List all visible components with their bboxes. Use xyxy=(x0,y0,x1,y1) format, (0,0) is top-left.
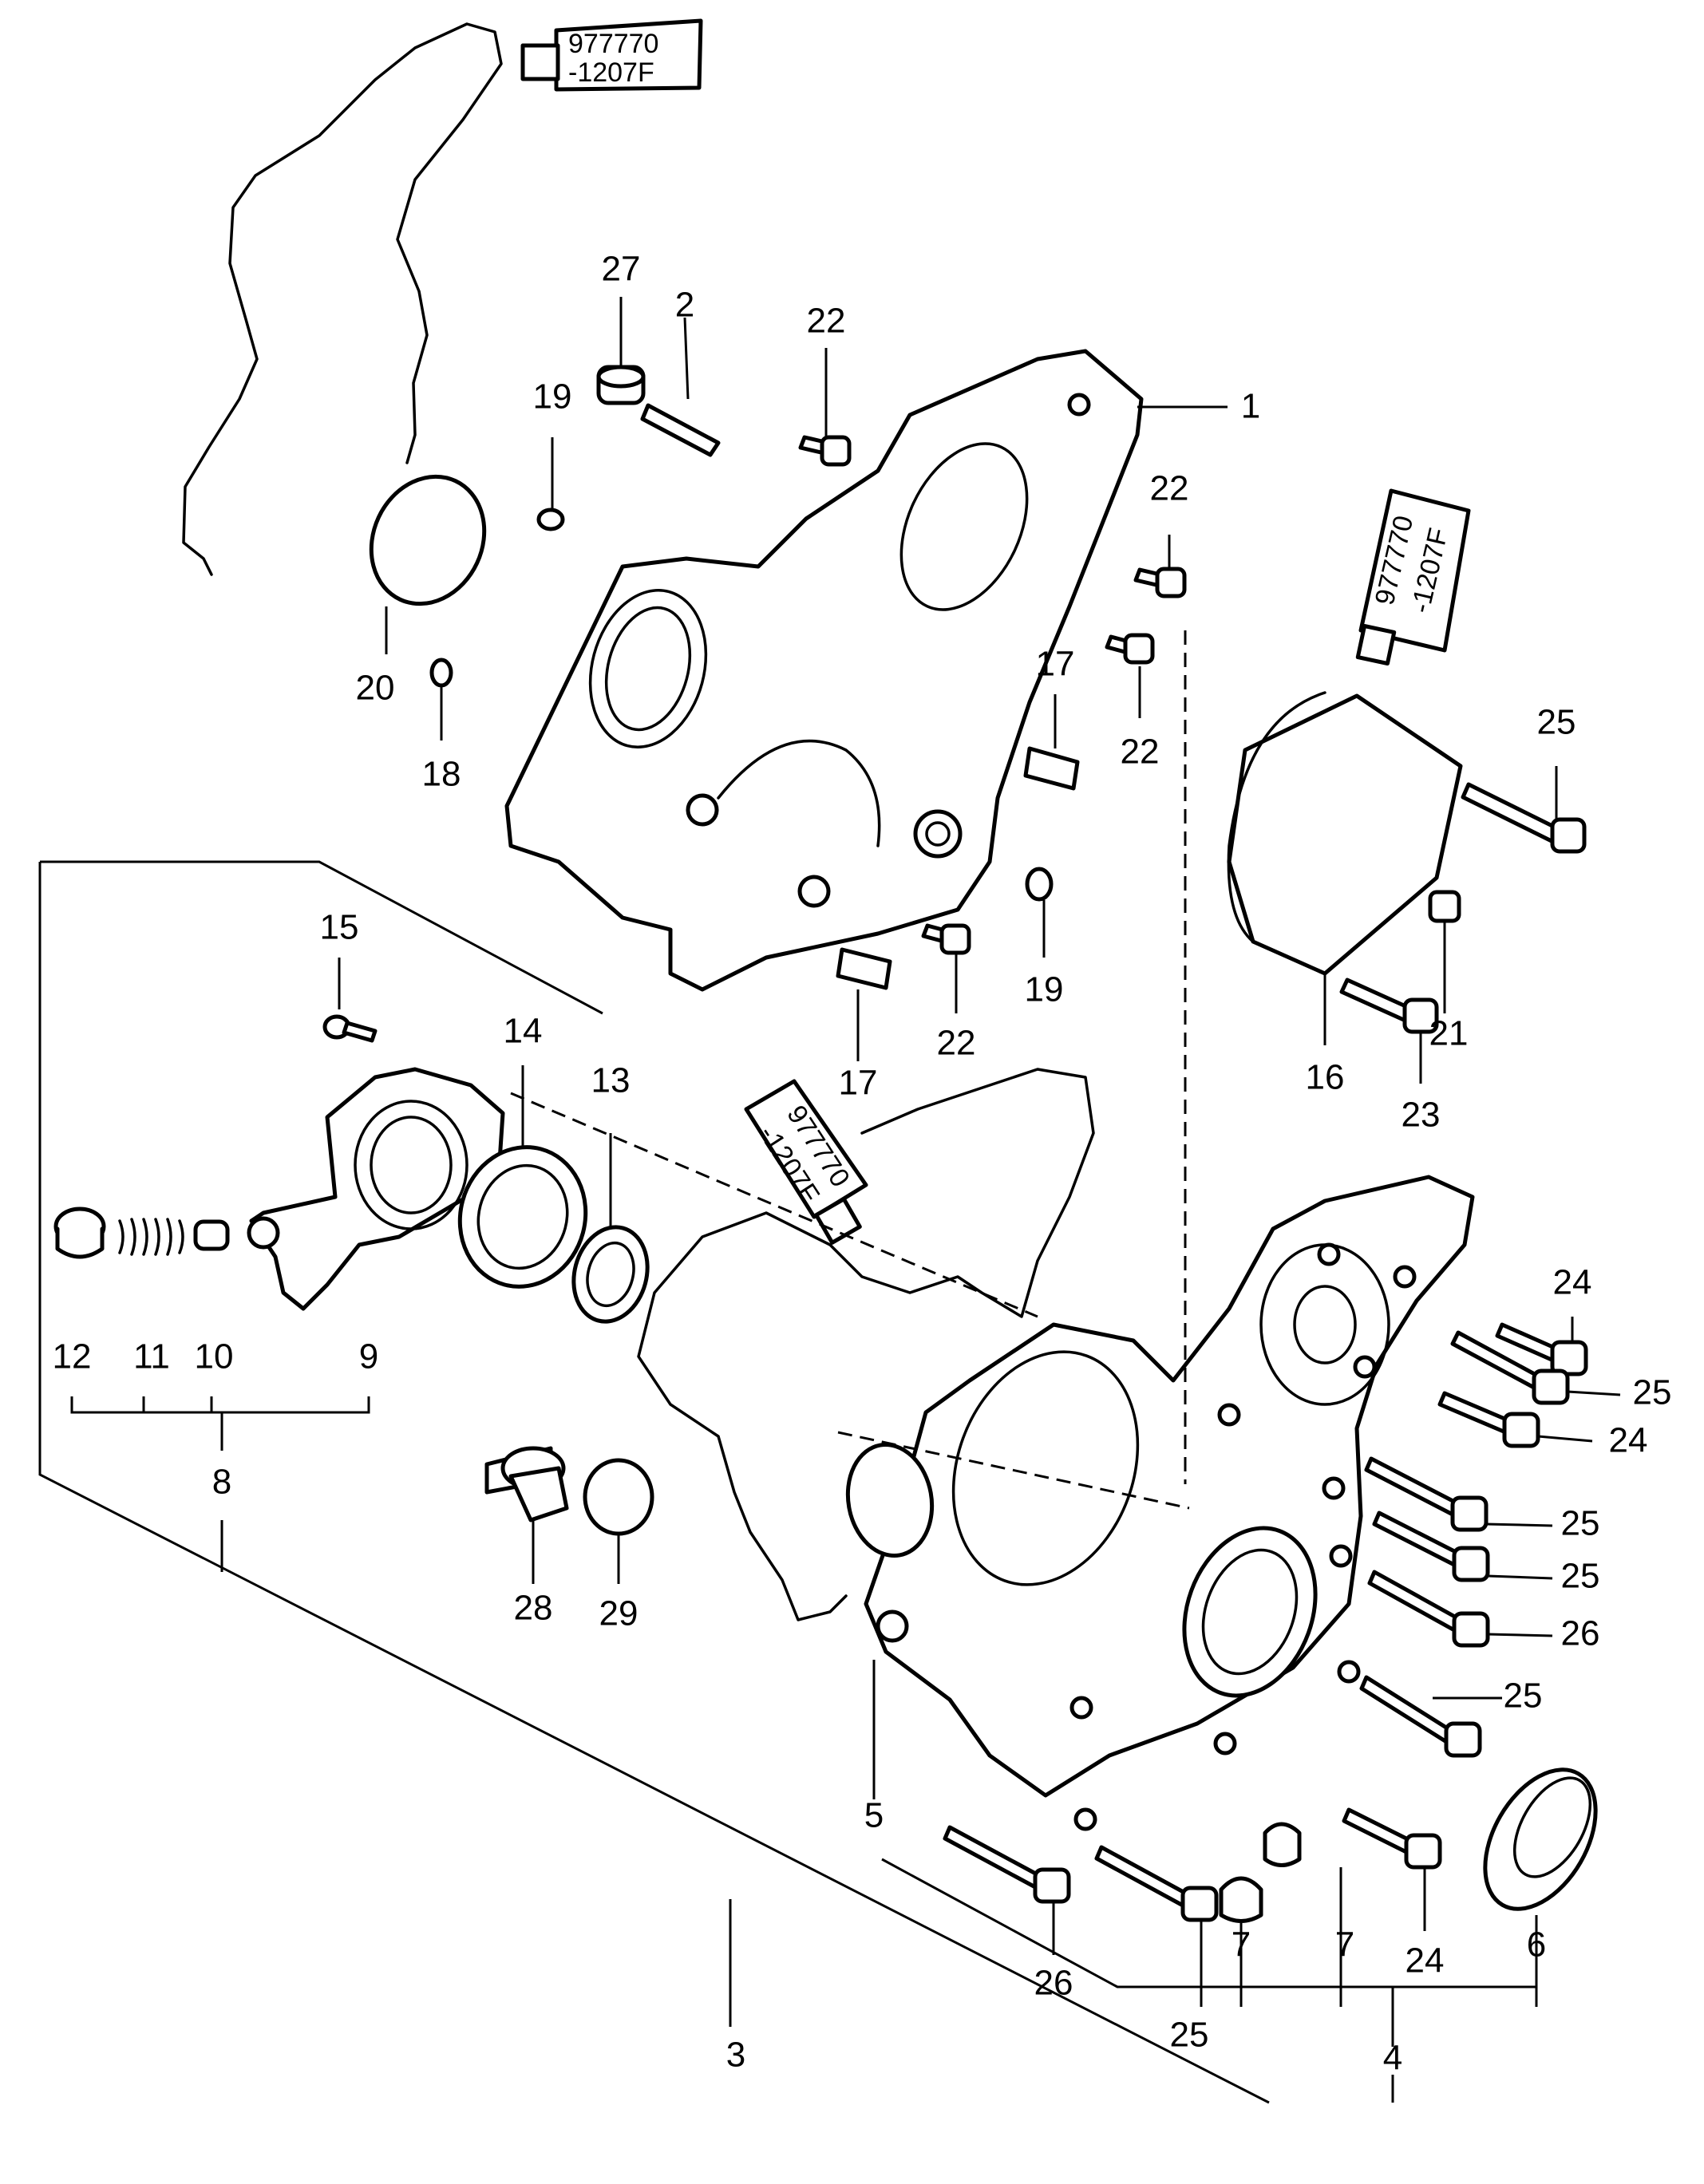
bolt-26-right xyxy=(1367,1570,1490,1648)
callout-19-lower: 19 xyxy=(1025,970,1064,1009)
oil-filler-cap-28 xyxy=(484,1446,569,1522)
o-ring-29 xyxy=(583,1458,654,1536)
sealant-tube-1: 977770 -1207F xyxy=(520,18,703,92)
callout-25-bottom: 25 xyxy=(1170,2016,1209,2055)
callout-14: 14 xyxy=(504,1012,543,1051)
nut-27 xyxy=(596,365,646,405)
bolt-22-right-upper xyxy=(1133,567,1187,598)
bolt-22-bottom xyxy=(921,923,971,955)
o-ring-20 xyxy=(369,474,487,606)
callout-25-mid1: 25 xyxy=(1561,1504,1600,1543)
callout-29: 29 xyxy=(599,1594,639,1633)
oil-seal-6 xyxy=(1483,1767,1598,1911)
cap-7-right xyxy=(1263,1822,1302,1867)
callout-5: 5 xyxy=(864,1796,884,1835)
cover-16-gasket-edge xyxy=(1227,691,1326,943)
valve-10 xyxy=(193,1219,230,1251)
callout-1: 1 xyxy=(1241,387,1260,426)
bolt-24-lower xyxy=(1342,1807,1442,1870)
o-ring-19-lower xyxy=(1025,867,1054,902)
cap-7-left xyxy=(1219,1876,1263,1923)
callout-17-lower: 17 xyxy=(839,1064,878,1103)
bolt-24-mid xyxy=(1437,1391,1540,1448)
callout-6: 6 xyxy=(1527,1925,1546,1965)
dowel-17-lower xyxy=(836,947,892,990)
callout-labels: 1 2 3 4 5 6 7 7 8 9 10 11 12 13 14 15 16… xyxy=(53,250,1672,2078)
callout-26-right: 26 xyxy=(1561,1614,1600,1653)
callout-7-left: 7 xyxy=(1232,1925,1251,1965)
bolt-25-bottom xyxy=(1094,1845,1219,1922)
callout-24-lower: 24 xyxy=(1406,1941,1445,1981)
callout-2: 2 xyxy=(675,286,694,325)
lower-gasket-bead xyxy=(637,1068,1095,1621)
callout-16: 16 xyxy=(1306,1058,1345,1097)
callout-20: 20 xyxy=(356,669,395,708)
callout-9: 9 xyxy=(359,1337,378,1376)
callout-25-mid2: 25 xyxy=(1561,1557,1600,1596)
callout-25-lower: 25 xyxy=(1504,1677,1543,1716)
outer-rotor-14 xyxy=(457,1145,588,1289)
callout-28: 28 xyxy=(514,1589,553,1628)
callout-7-right: 7 xyxy=(1335,1925,1354,1965)
stud-2 xyxy=(640,403,721,457)
gear-case-cover-1 xyxy=(504,349,1144,992)
callout-22-right-upper: 22 xyxy=(1150,469,1189,508)
bolt-21 xyxy=(1428,890,1461,923)
callout-4: 4 xyxy=(1383,2039,1402,2078)
o-ring-18 xyxy=(429,658,453,688)
callout-23: 23 xyxy=(1402,1096,1441,1135)
inner-rotor-13 xyxy=(571,1225,650,1324)
callout-25-upper: 25 xyxy=(1633,1373,1672,1412)
sealant-tube-2: 977770 -1207F xyxy=(1355,488,1471,666)
callout-25-cover: 25 xyxy=(1537,703,1576,742)
screw-15 xyxy=(322,1014,378,1043)
bolt-25-upper xyxy=(1450,1330,1570,1405)
callout-11: 11 xyxy=(133,1337,170,1376)
callout-22-top: 22 xyxy=(807,302,846,341)
o-ring-19-upper xyxy=(536,507,565,531)
oil-filler-neck xyxy=(845,1442,935,1558)
callout-21: 21 xyxy=(1429,1014,1469,1053)
callout-18: 18 xyxy=(422,755,461,794)
bolt-23 xyxy=(1339,977,1439,1034)
callout-10: 10 xyxy=(195,1337,234,1376)
sealant-suffix-1: -1207F xyxy=(568,57,654,88)
bolt-25-lower xyxy=(1359,1675,1482,1758)
bolt-25-mid2 xyxy=(1372,1511,1490,1582)
bolt-26-lower xyxy=(943,1825,1071,1904)
bolt-22-right-lower xyxy=(1105,633,1155,665)
leader-lines xyxy=(38,297,1621,2104)
callout-22-right-lower: 22 xyxy=(1121,733,1160,772)
spring-11 xyxy=(118,1218,184,1256)
callout-27: 27 xyxy=(602,250,641,289)
callout-22-bottom: 22 xyxy=(937,1024,976,1063)
callout-19-upper: 19 xyxy=(533,377,572,417)
bolt-24-upper xyxy=(1495,1322,1588,1376)
bolt-22-top xyxy=(798,435,852,467)
bolt-25-mid1 xyxy=(1364,1456,1489,1532)
callout-24-upper: 24 xyxy=(1553,1263,1592,1302)
callout-13: 13 xyxy=(591,1061,631,1100)
upper-gasket-bead xyxy=(182,22,503,576)
callout-15: 15 xyxy=(320,908,359,947)
alignment-dashes xyxy=(510,630,1190,1510)
dowel-17-right xyxy=(1023,746,1080,791)
bolt-25-cover xyxy=(1461,782,1587,854)
callout-26-lower: 26 xyxy=(1034,1964,1073,2003)
callout-3: 3 xyxy=(726,2036,745,2075)
sealant-part-number-1: 977770 xyxy=(568,29,658,59)
callout-24-mid: 24 xyxy=(1609,1421,1648,1460)
plug-12 xyxy=(53,1207,106,1259)
cover-16 xyxy=(1227,693,1463,976)
callout-8: 8 xyxy=(212,1463,231,1502)
gear-case-5 xyxy=(864,1175,1475,1831)
callout-17-upper: 17 xyxy=(1036,645,1075,684)
callout-12: 12 xyxy=(53,1337,92,1376)
